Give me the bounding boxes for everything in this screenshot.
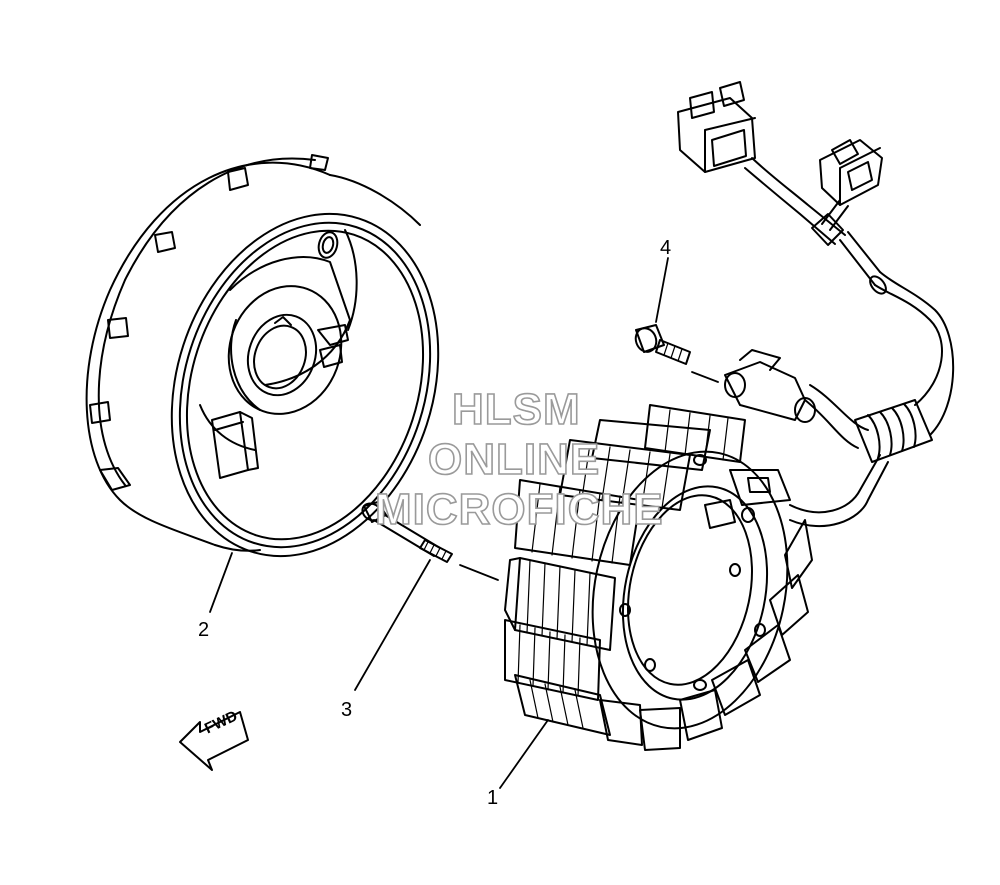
flywheel-rotor[interactable] [85,154,481,591]
stator-coil[interactable] [504,404,813,751]
watermark-line-2: ONLINE [427,435,601,484]
callout-2: 2 [198,619,210,641]
wire-harness[interactable] [677,81,955,528]
screw[interactable] [632,324,691,365]
callout-3: 3 [341,699,353,721]
watermark-line-1: HLSM [451,385,581,434]
fwd-arrow-icon [179,711,249,771]
callout-1: 1 [487,787,499,809]
connector-a[interactable] [677,81,756,173]
connector-b[interactable] [819,139,883,206]
watermark-line-3: MICROFICHE [374,485,664,534]
callout-4: 4 [660,237,672,259]
leader-lines [209,257,719,789]
wire-clamp[interactable] [724,349,816,423]
stator-bolt[interactable] [359,500,453,563]
